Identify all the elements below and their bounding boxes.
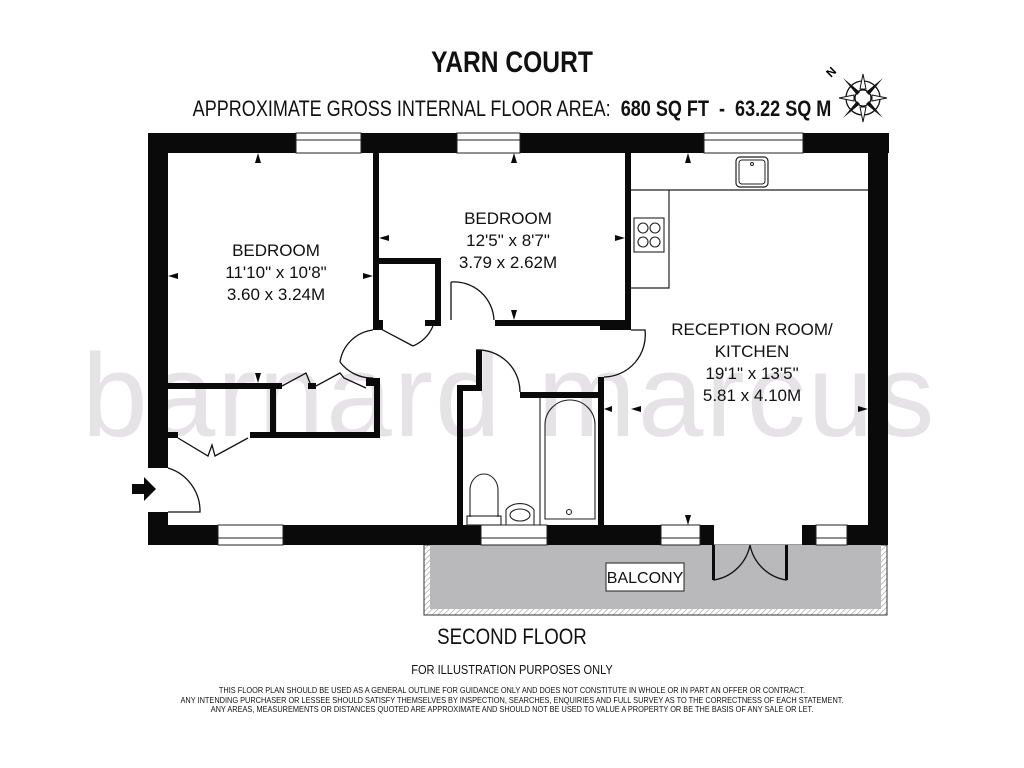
door-swings [167, 281, 787, 581]
room-bedroom-2: BEDROOM 12'5" x 8'7" 3.79 x 2.62M [459, 209, 557, 272]
balcony: BALCONY [423, 544, 888, 616]
sink-icon [735, 156, 769, 188]
disclaimer-line: THIS FLOOR PLAN SHOULD BE USED AS A GENE… [218, 685, 806, 695]
balcony-label: BALCONY [607, 570, 684, 587]
svg-text:19'1" x 13'5": 19'1" x 13'5" [705, 364, 798, 383]
balcony-door-frames [712, 545, 788, 580]
watermark: barnard marcus [82, 330, 936, 462]
area-sqm: 63.22 SQ M [735, 96, 832, 121]
floor-label: SECOND FLOOR [437, 624, 587, 649]
svg-text:BEDROOM: BEDROOM [232, 241, 320, 260]
north-label: N [823, 64, 839, 80]
basin-icon [505, 503, 535, 525]
svg-text:RECEPTION ROOM/: RECEPTION ROOM/ [671, 320, 833, 339]
svg-text:3.79 x 2.62M: 3.79 x 2.62M [459, 253, 557, 272]
svg-text:5.81 x 4.10M: 5.81 x 4.10M [703, 386, 801, 405]
disclaimer: THIS FLOOR PLAN SHOULD BE USED AS A GENE… [61, 685, 962, 715]
svg-text:BEDROOM: BEDROOM [464, 209, 552, 228]
area-separator: - [718, 96, 726, 121]
floor-area-line: APPROXIMATE GROSS INTERNAL FLOOR AREA: 6… [92, 96, 932, 122]
hob-icon [633, 217, 665, 253]
toilet-icon [466, 473, 502, 526]
bath-icon [539, 398, 596, 525]
svg-text:11'10" x 10'8": 11'10" x 10'8" [225, 263, 326, 282]
svg-text:3.60 x 3.24M: 3.60 x 3.24M [227, 285, 325, 304]
disclaimer-line: ANY AREAS, MEASUREMENTS OR DISTANCES QUO… [210, 704, 814, 715]
compass-rose-icon: N [823, 64, 888, 123]
room-reception-kitchen: RECEPTION ROOM/ KITCHEN 19'1" x 13'5" 5.… [671, 320, 833, 405]
kitchen-counter [631, 189, 868, 289]
entrance-arrow-icon [132, 477, 156, 501]
area-prefix: APPROXIMATE GROSS INTERNAL FLOOR AREA: [192, 96, 611, 121]
room-bedroom-1: BEDROOM 11'10" x 10'8" 3.60 x 3.24M [225, 241, 326, 304]
dimension-markers [168, 153, 868, 525]
svg-text:12'5" x 8'7": 12'5" x 8'7" [466, 231, 550, 250]
illustration-note: FOR ILLUSTRATION PURPOSES ONLY [411, 662, 613, 677]
svg-text:KITCHEN: KITCHEN [715, 342, 790, 361]
outer-walls [148, 133, 889, 545]
interior-walls [168, 150, 631, 528]
plan-title: YARN COURT [431, 46, 593, 79]
disclaimer-line: ANY INTENDING PURCHASER OR LESSEE SHOULD… [180, 694, 844, 705]
area-sqft: 680 SQ FT [620, 96, 709, 121]
windows [217, 132, 848, 546]
